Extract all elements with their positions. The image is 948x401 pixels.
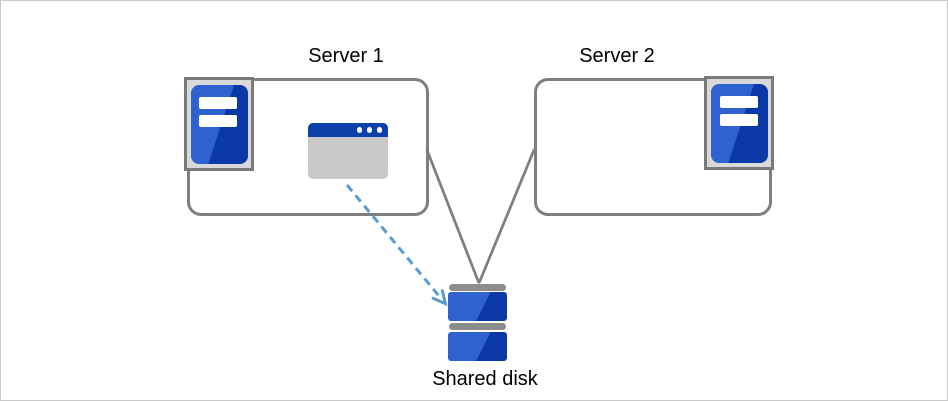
disk-stack-icon — [448, 292, 507, 321]
disk-platter-bar — [449, 284, 506, 291]
window-dot-icon — [366, 127, 372, 133]
server2-icon-slot — [720, 96, 758, 108]
connector-server2-disk — [478, 148, 536, 284]
server1-icon-slot — [199, 97, 237, 109]
shared-disk-label: Shared disk — [432, 368, 538, 390]
window-dot-icon — [376, 127, 382, 133]
disk-platter-bar — [449, 323, 506, 330]
disk-stack-icon — [448, 332, 507, 361]
connector-server1-disk — [425, 148, 480, 284]
window-titlebar — [308, 123, 388, 137]
application-window-icon — [308, 123, 388, 179]
server2-icon-slot — [720, 114, 758, 126]
server1-title: Server 1 — [308, 45, 384, 67]
server2-title: Server 2 — [579, 45, 655, 67]
server1-icon-slot — [199, 115, 237, 127]
window-dot-icon — [356, 127, 362, 133]
